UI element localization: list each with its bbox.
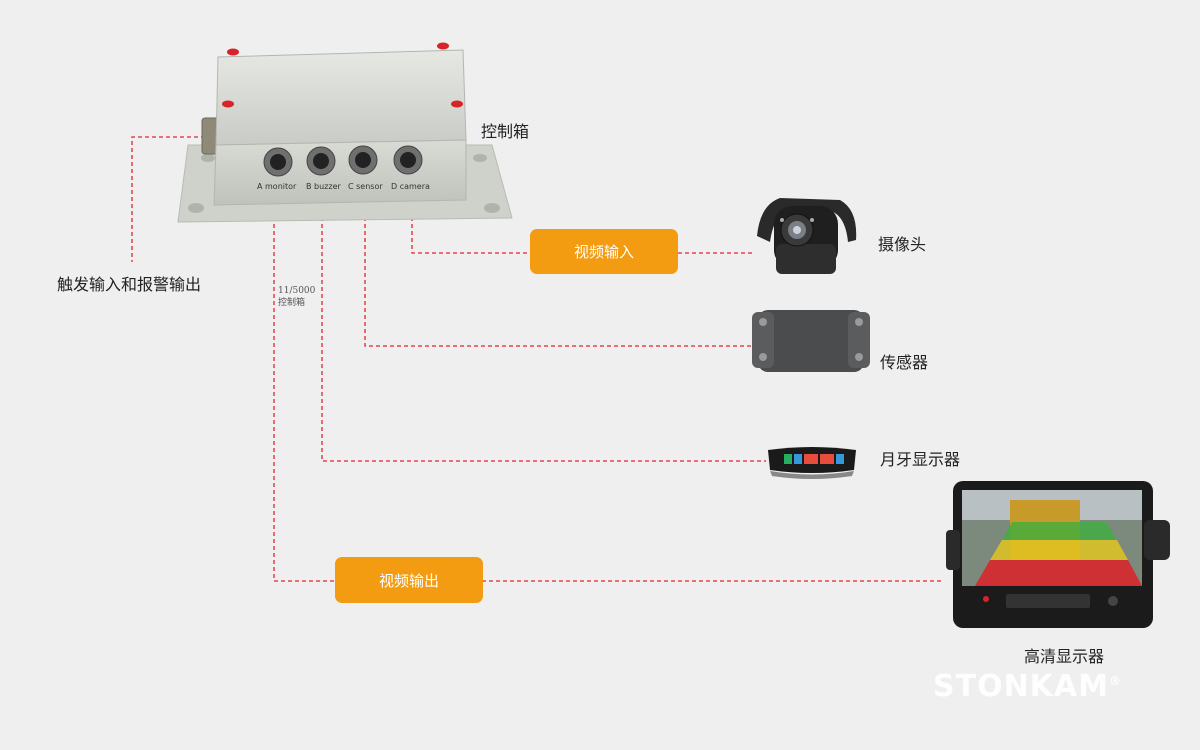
hd-display-label: 高清显示器 (1024, 647, 1105, 666)
line-camera (411, 196, 755, 254)
line-trigger (131, 136, 205, 262)
screw (451, 100, 463, 108)
line-sensor (364, 196, 752, 347)
brand-logo: STONKAM® (933, 669, 1122, 704)
brand-registered-mark: ® (1109, 674, 1122, 688)
port-label-a: A monitor (257, 182, 297, 191)
control-box-label: 控制箱 (481, 122, 530, 141)
screw (437, 42, 449, 50)
model-block: 11/5000 控制箱 (278, 285, 315, 309)
camera-label: 摄像头 (878, 235, 927, 254)
connector-b (306, 146, 336, 176)
connector-d (393, 145, 423, 175)
model-name: 控制箱 (278, 298, 306, 308)
screw (227, 48, 239, 56)
video-output-pill: 视频输出 (335, 557, 483, 603)
connector-a (263, 147, 293, 177)
connector-c (348, 145, 378, 175)
model-number: 11/5000 (278, 286, 316, 296)
brand-name: STONKAM (933, 669, 1109, 704)
port-label-b: B buzzer (306, 182, 341, 191)
screw (222, 100, 234, 108)
port-label-d: D camera (391, 182, 430, 191)
sensor-label: 传感器 (880, 353, 929, 372)
trigger-io-label: 触发输入和报警输出 (57, 275, 202, 294)
line-tooth (321, 196, 766, 462)
video-input-pill: 视频输入 (530, 229, 678, 274)
line-monitor (273, 196, 944, 582)
port-label-c: C sensor (348, 182, 383, 191)
tooth-display-label: 月牙显示器 (880, 450, 961, 469)
